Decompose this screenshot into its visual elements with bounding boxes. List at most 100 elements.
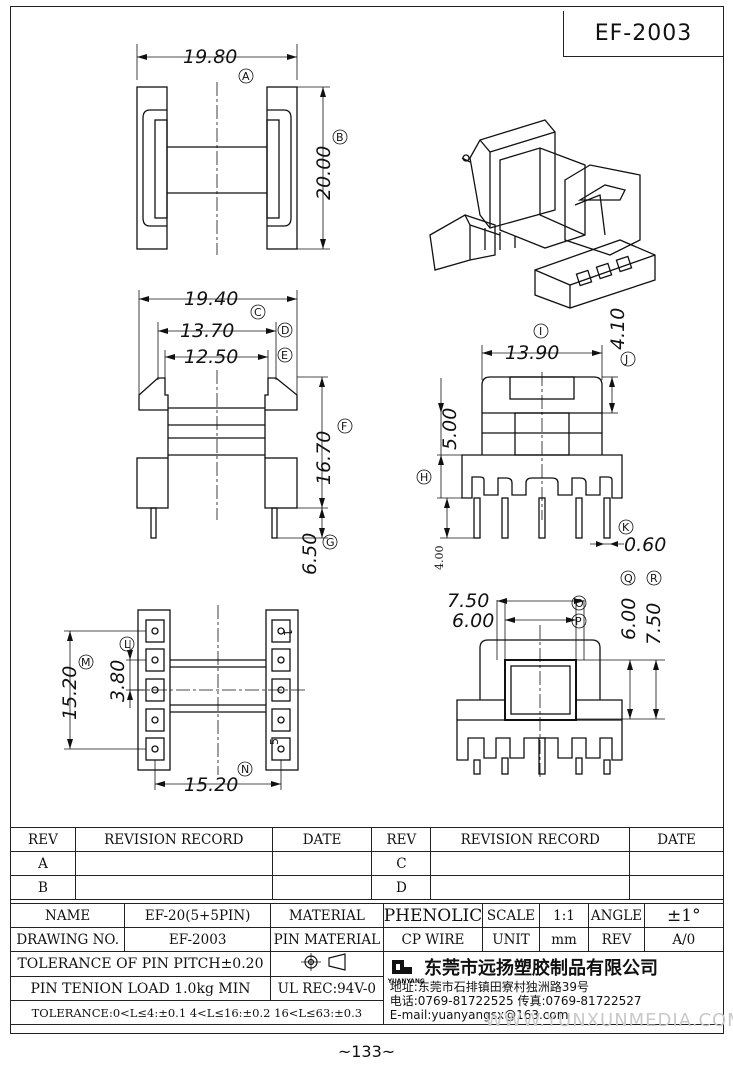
tag-r: R <box>650 572 658 585</box>
table-row: TOLERANCE OF PIN PITCH±0.20 YUANYANG <box>10 951 725 1025</box>
unit-value: mm <box>538 927 590 952</box>
date-header-right: DATE <box>629 827 724 852</box>
revision-record-header-right: REVISION RECORD <box>430 827 631 852</box>
dim-pitch: 3.80 <box>107 660 129 702</box>
tag-e: E <box>281 349 288 362</box>
table-row: DRAWING NO. EF-2003 PIN MATERIAL CP WIRE… <box>9 927 725 952</box>
dim-core-inner-h: 6.00 <box>618 598 640 640</box>
front-view: 19.40 C 13.70 D 12.50 E <box>136 288 353 575</box>
tag-o: O <box>575 597 584 610</box>
isometric-view <box>429 119 656 309</box>
table-row: TOLERANCE:0<L≤4:±0.1 4<L≤16:±0.2 16<L≤63… <box>10 1000 724 1025</box>
tag-a: A <box>242 70 250 83</box>
part-code: EF-2003 <box>594 21 693 46</box>
dim-side-width: 13.90 <box>505 342 559 364</box>
dim-front-inner: 12.50 <box>184 346 238 368</box>
revision-header-row: REV REVISION RECORD DATE REV REVISION RE… <box>10 827 724 852</box>
tag-b: B <box>336 131 344 144</box>
rev-header-right: REV <box>371 827 432 852</box>
tag-p: P <box>575 615 582 628</box>
table-row: B D <box>10 875 724 900</box>
tag-d: D <box>281 324 289 337</box>
record-cell <box>74 851 273 876</box>
dim-core-outer-h: 7.50 <box>643 603 665 645</box>
material-value: PHENOLIC <box>382 903 484 928</box>
unit-label: UNIT <box>482 927 540 952</box>
pin-number-1: 1 <box>281 629 294 636</box>
tag-k: K <box>622 521 630 534</box>
pin-tension-load: PIN TENION LOAD 1.0kg MIN <box>10 976 271 1001</box>
pin-material-label: PIN MATERIAL <box>269 927 384 952</box>
bottom-view: 1 5 15.20 M 3.80 L 15.20 N <box>59 605 306 796</box>
company-address: 地址:东莞市石排镇田寮村独洲路39号 <box>389 980 590 994</box>
revision-table: REV REVISION RECORD DATE REV REVISION RE… <box>10 827 724 900</box>
spec-table: NAME EF-20(5+5PIN) MATERIAL PHENOLIC SCA… <box>9 903 725 1025</box>
table-row: NAME EF-20(5+5PIN) MATERIAL PHENOLIC SCA… <box>9 903 725 928</box>
tag-h: H <box>420 471 428 484</box>
tag-n: N <box>241 763 249 776</box>
date-cell <box>271 875 373 900</box>
right-pin-slots <box>271 619 291 761</box>
rev-header: REV <box>10 827 76 852</box>
tag-f: F <box>341 420 347 433</box>
dim-pin-length: 6.50 <box>299 533 321 575</box>
projection-symbol <box>269 951 384 977</box>
company-email: E-mail:yuanyangsx@163.com <box>389 1008 569 1022</box>
dim-body: 5.00 <box>439 408 461 450</box>
date-cell <box>271 851 373 876</box>
rev-cell: C <box>371 851 432 876</box>
pin-material-value: CP WIRE <box>382 927 484 952</box>
page-number: ~133~ <box>337 1042 396 1061</box>
name-value: EF-20(5+5PIN) <box>124 903 271 928</box>
watermark: WWW.YUNXUNMEDIA.COM <box>485 1010 733 1031</box>
tag-j: J <box>624 353 628 366</box>
record-cell <box>74 875 273 900</box>
company-name: 东莞市远扬塑胶制品有限公司 <box>424 958 658 979</box>
core-section-view: 7.50 O 6.00 P 6.00 Q 7.50 R <box>447 570 665 780</box>
side-view: I 13.90 4.10 J 5.00 H <box>416 308 666 571</box>
dim-front-flange: 13.70 <box>180 320 234 342</box>
dim-top-step: 4.10 <box>607 308 629 350</box>
tag-c: C <box>254 306 262 319</box>
name-label: NAME <box>9 903 126 928</box>
angle-label: ANGLE <box>588 903 645 928</box>
dim-pin-row: 15.20 <box>184 774 238 796</box>
dim-pin-dia: 0.60 <box>624 534 666 556</box>
technical-drawing: 19.80 A 20.00 B <box>59 44 666 796</box>
tag-q: Q <box>624 572 633 585</box>
drawing-no-value: EF-2003 <box>124 927 271 952</box>
dim-front-height: 16.70 <box>313 431 335 485</box>
tag-l: L <box>124 638 131 651</box>
scale-label: SCALE <box>482 903 540 928</box>
drawing-no-label: DRAWING NO. <box>9 927 126 952</box>
dim-core-outer-w: 7.50 <box>447 590 489 612</box>
date-cell <box>629 851 724 876</box>
material-label: MATERIAL <box>269 903 384 928</box>
dim-bottom-span: 15.20 <box>59 666 81 720</box>
record-cell <box>430 875 631 900</box>
top-view: 19.80 A 20.00 B <box>136 44 348 255</box>
company-block: YUANYANG 东莞市远扬塑胶制品有限公司 地址:东莞市石排镇田寮村独洲路39… <box>382 951 725 1025</box>
dim-pin-small: 4.00 <box>433 546 446 571</box>
yuanyang-logo-icon: YUANYANG <box>388 958 425 985</box>
dim-front-width: 19.40 <box>184 288 238 310</box>
scale-value: 1:1 <box>538 903 590 928</box>
logo-brand: YUANYANG <box>387 978 425 985</box>
tolerance-pin-pitch: TOLERANCE OF PIN PITCH±0.20 <box>10 951 271 977</box>
record-cell <box>430 851 631 876</box>
drawing-sheet-border <box>10 6 724 1034</box>
company-phone: 电话:0769-81722525 传真:0769-81722527 <box>389 994 642 1008</box>
rev-cell: A <box>10 851 76 876</box>
part-code-box: EF-2003 <box>563 11 723 57</box>
pin-number-5: 5 <box>268 738 281 745</box>
tag-i: I <box>539 325 542 338</box>
table-row: A C <box>10 851 724 876</box>
dim-top-width: 19.80 <box>183 46 237 68</box>
ul-rec: UL REC:94V-0 <box>269 976 384 1001</box>
tag-m: M <box>81 656 91 669</box>
projection-symbol-icon <box>300 953 346 971</box>
angle-value: ±1° <box>643 903 725 928</box>
tag-g: G <box>326 536 335 549</box>
dim-core-inner-w: 6.00 <box>452 610 494 632</box>
rev-cell: D <box>371 875 432 900</box>
